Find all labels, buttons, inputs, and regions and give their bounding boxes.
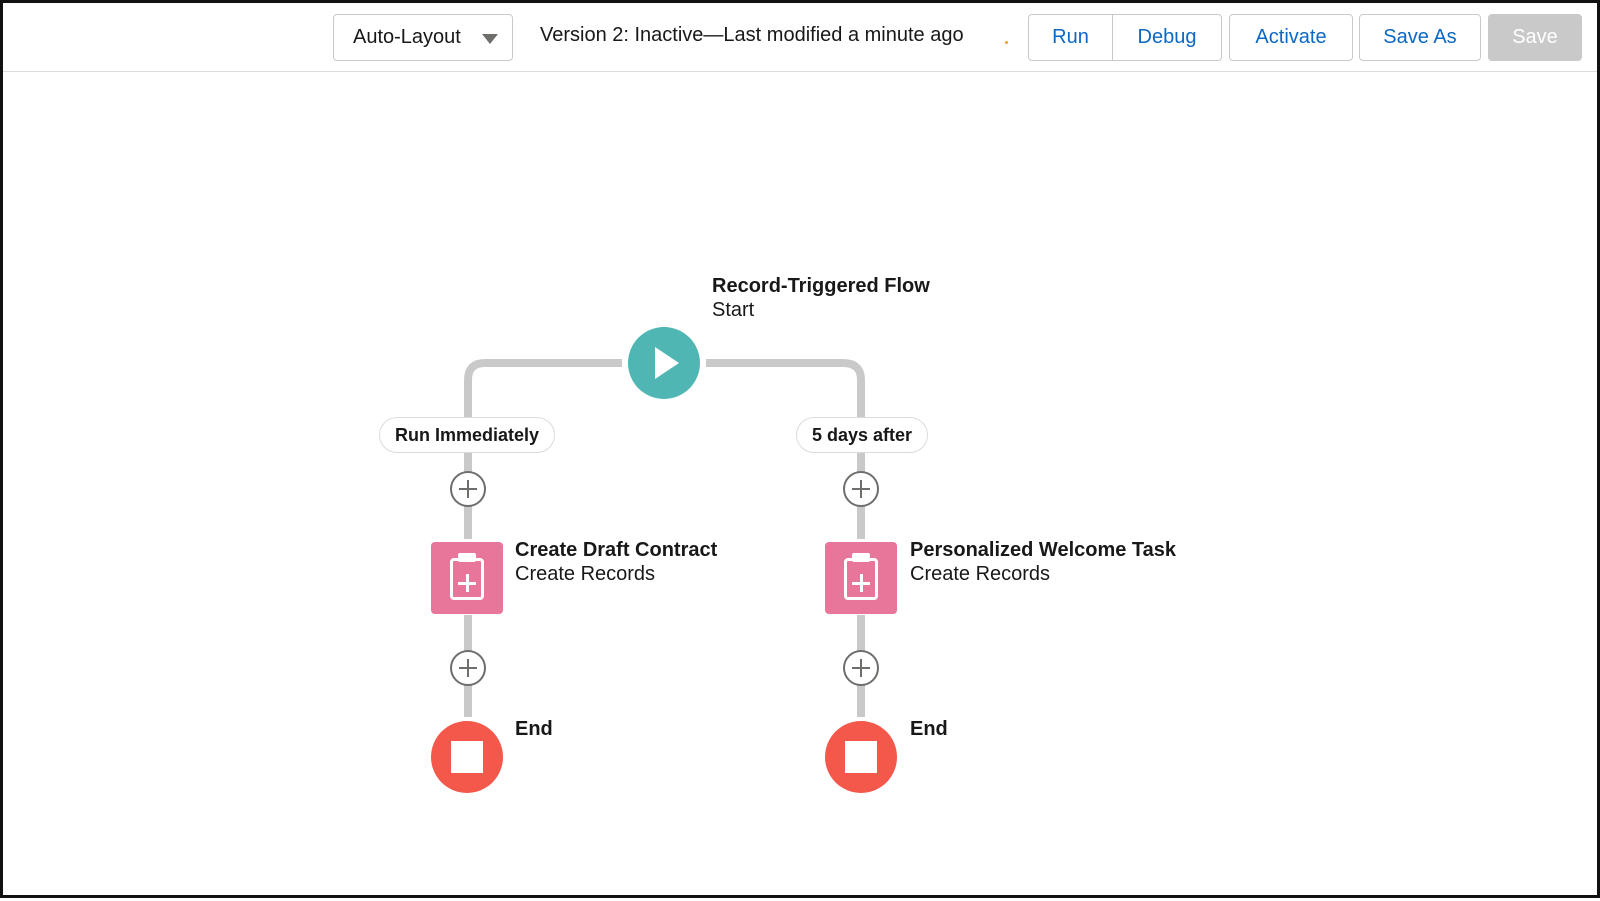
clipboard-clip [852, 553, 870, 562]
layout-select-value: Auto-Layout [353, 26, 461, 48]
start-node[interactable] [628, 327, 700, 399]
start-node-title: Record-Triggered Flow [712, 275, 930, 297]
status-dot [1005, 41, 1008, 44]
path-label-5-days-after[interactable]: 5 days after [796, 417, 928, 453]
clipboard-plus-v [465, 574, 469, 592]
add-element-icon[interactable] [843, 471, 879, 507]
save-button[interactable]: Save [1488, 14, 1582, 61]
play-icon [655, 347, 679, 379]
add-element-icon[interactable] [450, 471, 486, 507]
personalized-welcome-task-node[interactable] [825, 542, 897, 614]
stop-icon [845, 741, 877, 773]
action-title-right: Personalized Welcome Task [910, 539, 1177, 561]
end-label-left: End [515, 718, 553, 740]
path-label-run-immediately[interactable]: Run Immediately [379, 417, 555, 453]
end-label-right: End [910, 718, 948, 740]
action-title-left: Create Draft Contract [515, 539, 718, 561]
clipboard-plus-v [859, 574, 863, 592]
activate-button[interactable]: Activate [1229, 14, 1353, 61]
end-node-left[interactable] [431, 721, 503, 793]
clipboard-clip [458, 553, 476, 562]
add-element-icon[interactable] [843, 650, 879, 686]
debug-button[interactable]: Debug [1112, 14, 1222, 61]
run-button[interactable]: Run [1028, 14, 1113, 61]
version-status: Version 2: Inactive—Last modified a minu… [540, 24, 964, 46]
start-node-subtitle: Start [712, 299, 755, 321]
create-draft-contract-node[interactable] [431, 542, 503, 614]
action-subtitle-right: Create Records [910, 563, 1051, 585]
end-node-right[interactable] [825, 721, 897, 793]
flow-connectors [464, 359, 865, 717]
save-as-button[interactable]: Save As [1359, 14, 1481, 61]
stop-icon [451, 741, 483, 773]
chevron-down-icon [482, 34, 498, 44]
connector-start-right [706, 359, 865, 418]
layout-select[interactable]: Auto-Layout [333, 14, 513, 61]
action-subtitle-left: Create Records [515, 563, 656, 585]
connector-start-left [464, 359, 622, 418]
add-element-icon[interactable] [450, 650, 486, 686]
toolbar: Auto-Layout Version 2: Inactive—Last mod… [3, 3, 1597, 72]
